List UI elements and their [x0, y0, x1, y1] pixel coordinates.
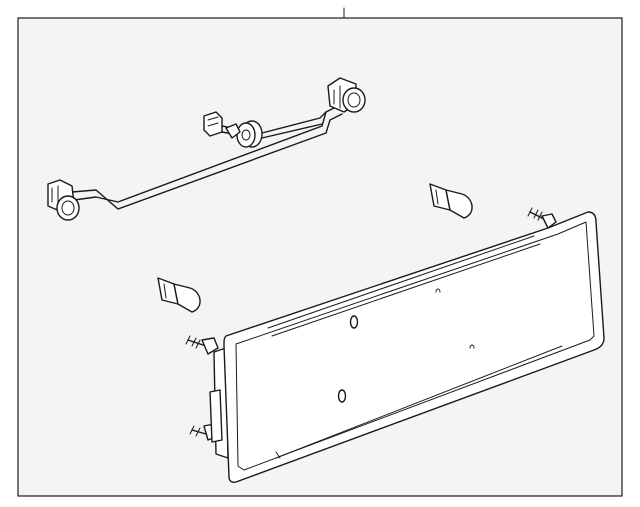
license-lamp-panel	[209, 211, 605, 483]
harness-connector	[203, 111, 241, 139]
left-socket	[47, 179, 80, 221]
mount-hole-upper	[349, 315, 359, 329]
right-socket	[327, 77, 366, 113]
upper-bulb	[429, 183, 473, 219]
wiring-harness	[47, 77, 366, 221]
clip-mark-top	[435, 288, 441, 293]
clip-mark-right	[469, 344, 475, 349]
harness-grommet	[236, 120, 263, 148]
mount-hole-lower	[337, 389, 347, 403]
upper-mounting-stud	[527, 207, 557, 229]
lower-bulb	[157, 277, 201, 313]
